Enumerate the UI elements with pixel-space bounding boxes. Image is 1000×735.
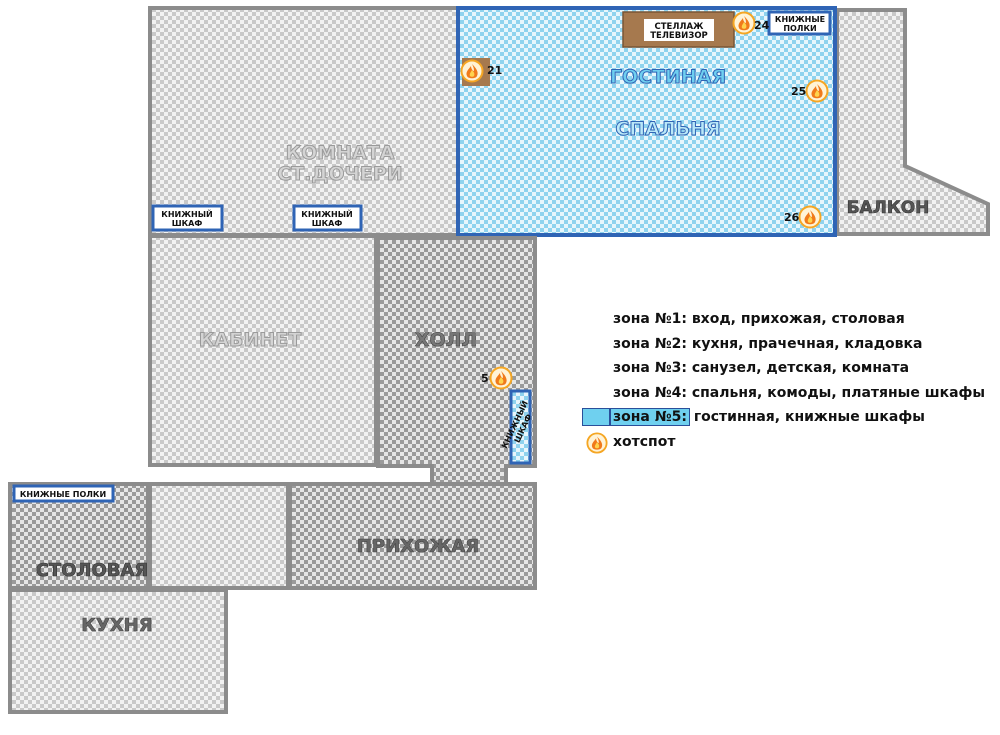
legend-zone5-swatch [582, 408, 610, 426]
hotspot-5-label: 5 [481, 372, 489, 385]
rack-tv-line2: ТЕЛЕВИЗОР [650, 31, 708, 41]
hotspot-5-icon[interactable] [489, 366, 513, 390]
hotspot-21-icon[interactable] [460, 59, 484, 83]
legend-zone5-key: зона №5: [610, 408, 690, 426]
bookcase-left-line2: ШКАФ [172, 219, 203, 228]
hotspot-24-icon[interactable] [732, 11, 756, 35]
svg-text:КОМНАТА: КОМНАТА [286, 142, 395, 164]
legend-zone4: зона №4: спальня, комоды, платяные шкафы [580, 382, 990, 407]
label-study: КАБИНЕТ [199, 329, 301, 351]
bookcase-right-line2: ШКАФ [312, 219, 343, 228]
hotspot-25-label: 25 [791, 85, 806, 98]
legend-zone2-key: зона №2: [613, 335, 687, 352]
room-middle-lower [148, 482, 290, 590]
svg-text:СТ.ДОЧЕРИ: СТ.ДОЧЕРИ [277, 163, 402, 185]
legend-hotspot-label: хотспот [613, 433, 676, 450]
hotspot-26-icon[interactable] [798, 205, 822, 229]
legend-zone3-desc: санузел, детская, комната [691, 360, 910, 376]
bookshelves-top [767, 10, 832, 36]
label-bedroom: СПАЛЬНЯ [615, 118, 720, 140]
legend-zone3-key: зона №3: [613, 360, 687, 376]
legend-zone5-desc: гостинная, книжные шкафы [693, 409, 925, 425]
bookshelves-dining [12, 484, 115, 503]
hotspot-25-icon[interactable] [805, 79, 829, 103]
label-hall: ХОЛЛ [415, 329, 477, 351]
label-daughter-room: КОМНАТА СТ.ДОЧЕРИ [277, 142, 403, 186]
legend-zone3: зона №3: санузел, детская, комната [580, 357, 990, 382]
legend: зона №1: вход, прихожая, столовая зона №… [580, 308, 990, 455]
hotspot-24-label: 24 [754, 19, 770, 32]
bookcase-right-line1: КНИЖНЫЙ [301, 208, 352, 219]
legend-zone5: зона №5: гостинная, книжные шкафы [580, 406, 990, 431]
bookshelves-dining-label: КНИЖНЫЕ ПОЛКИ [20, 490, 106, 499]
bookshelves-top-line1: КНИЖНЫЕ [775, 15, 825, 24]
legend-zone1: зона №1: вход, прихожая, столовая [580, 308, 990, 333]
bookcase-left [151, 204, 224, 232]
legend-zone2-desc: кухня, прачечная, кладовка [691, 335, 923, 352]
label-balcony: БАЛКОН [847, 198, 930, 218]
label-dining: СТОЛОВАЯ [36, 560, 149, 581]
label-hallway: ПРИХОЖАЯ [357, 536, 479, 557]
hotspot-26-label: 26 [784, 211, 800, 224]
legend-zone4-desc: спальня, комоды, платяные шкафы [691, 384, 986, 401]
bookshelves-top-line2: ПОЛКИ [783, 24, 816, 33]
hotspot-21-label: 21 [487, 64, 502, 77]
flame-icon [586, 431, 608, 454]
legend-zone1-desc: вход, прихожая, столовая [691, 311, 905, 327]
legend-hotspot: хотспот [580, 431, 990, 456]
bookcase-hall [509, 389, 532, 465]
room-kitchen [8, 588, 228, 714]
rack-tv-line1: СТЕЛЛАЖ [655, 22, 705, 32]
label-kitchen: КУХНЯ [81, 615, 152, 636]
bookcase-right [292, 204, 363, 232]
label-living-room: ГОСТИНАЯ [610, 66, 726, 88]
bookcase-left-line1: КНИЖНЫЙ [161, 208, 212, 219]
legend-zone4-key: зона №4: [613, 384, 687, 401]
legend-zone1-key: зона №1: [613, 311, 687, 327]
legend-zone2: зона №2: кухня, прачечная, кладовка [580, 333, 990, 358]
room-daughter [148, 6, 460, 237]
